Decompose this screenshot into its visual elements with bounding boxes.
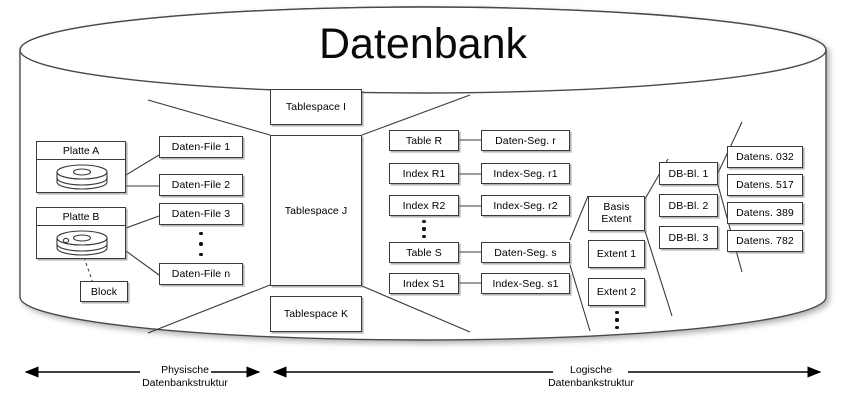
extent-basis-line2: Extent bbox=[601, 212, 632, 225]
segment-to-extent-connectors bbox=[569, 195, 591, 332]
extent-basis-line1: Basis bbox=[603, 200, 630, 213]
extent-box-1[interactable]: Extent 1 bbox=[588, 240, 645, 268]
object-box-table-s[interactable]: Table S bbox=[389, 242, 459, 263]
extent-ellipsis-icon bbox=[612, 311, 622, 329]
tablespace-box-k[interactable]: Tablespace K bbox=[270, 296, 362, 332]
extent-box-2[interactable]: Extent 2 bbox=[588, 278, 645, 306]
footer-logical-label: Logische Datenbankstruktur bbox=[511, 364, 671, 390]
segment-box-daten-r[interactable]: Daten-Seg. r bbox=[481, 130, 570, 151]
disk-platter-icon bbox=[37, 160, 125, 192]
segment-box-daten-s[interactable]: Daten-Seg. s bbox=[481, 242, 570, 263]
segment-box-index-s1[interactable]: Index-Seg. s1 bbox=[481, 273, 570, 294]
extent-box-basis[interactable]: Basis Extent bbox=[588, 196, 645, 231]
disk-platte-b-label: Platte B bbox=[37, 208, 125, 226]
object-to-segment-connectors bbox=[459, 139, 481, 284]
record-box-032[interactable]: Datens. 032 bbox=[727, 146, 803, 168]
segment-box-index-r2[interactable]: Index-Seg. r2 bbox=[481, 195, 570, 216]
datafile-box-n[interactable]: Daten-File n bbox=[159, 263, 243, 285]
datafile-ellipsis-icon bbox=[196, 232, 206, 256]
disk-platte-a-label: Platte A bbox=[37, 142, 125, 160]
tablespace-box-i[interactable]: Tablespace I bbox=[270, 89, 362, 125]
disk-platter-icon bbox=[37, 226, 125, 258]
footer-logical-line2: Datenbankstruktur bbox=[548, 377, 634, 390]
record-box-517[interactable]: Datens. 517 bbox=[727, 174, 803, 196]
disk-to-datafile-connectors bbox=[125, 154, 160, 276]
block-box[interactable]: Block bbox=[80, 281, 128, 302]
footer-physical-label: Physische Datenbankstruktur bbox=[105, 364, 265, 390]
disk-platte-b[interactable]: Platte B bbox=[36, 207, 126, 259]
datafile-box-2[interactable]: Daten-File 2 bbox=[159, 174, 243, 196]
record-box-782[interactable]: Datens. 782 bbox=[727, 230, 803, 252]
object-box-index-r1[interactable]: Index R1 bbox=[389, 163, 459, 184]
dbblock-box-3[interactable]: DB-Bl. 3 bbox=[659, 226, 718, 249]
record-box-389[interactable]: Datens. 389 bbox=[727, 202, 803, 224]
object-ellipsis-icon bbox=[419, 220, 429, 238]
dbblock-box-1[interactable]: DB-Bl. 1 bbox=[659, 162, 718, 185]
datafile-box-1[interactable]: Daten-File 1 bbox=[159, 136, 243, 158]
segment-box-index-r1[interactable]: Index-Seg. r1 bbox=[481, 163, 570, 184]
object-box-index-r2[interactable]: Index R2 bbox=[389, 195, 459, 216]
datafile-box-3[interactable]: Daten-File 3 bbox=[159, 203, 243, 225]
tablespace-box-j[interactable]: Tablespace J bbox=[270, 135, 362, 286]
datafile-to-tablespace-connectors bbox=[147, 99, 271, 334]
footer-physical-line1: Physische bbox=[161, 364, 209, 376]
disk-platte-a[interactable]: Platte A bbox=[36, 141, 126, 193]
footer-physical-line2: Datenbankstruktur bbox=[142, 377, 228, 390]
footer-logical-line1: Logische bbox=[569, 364, 613, 376]
page-title: Datenbank bbox=[319, 20, 527, 68]
object-box-index-s1[interactable]: Index S1 bbox=[389, 273, 459, 294]
tablespace-to-objects-connectors bbox=[361, 94, 471, 333]
dbblock-box-2[interactable]: DB-Bl. 2 bbox=[659, 194, 718, 217]
object-box-table-r[interactable]: Table R bbox=[389, 130, 459, 151]
